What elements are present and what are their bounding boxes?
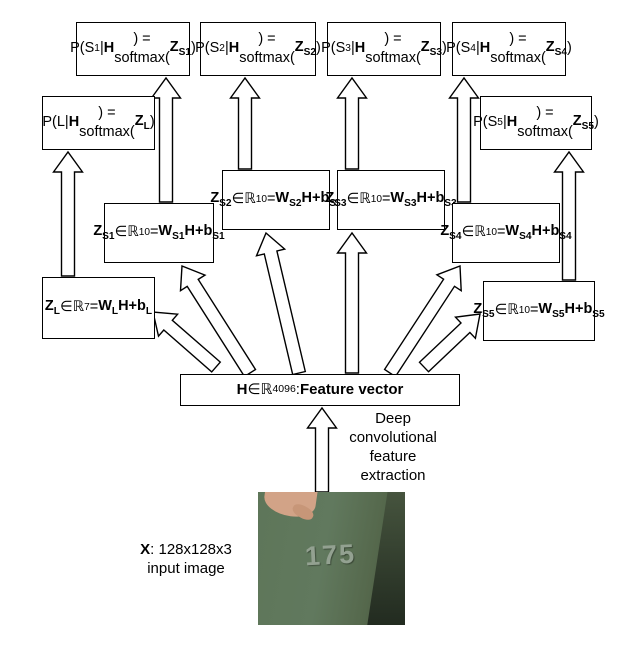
arrow-image-to-h: [306, 406, 338, 493]
box-p-l: P(L|H) =softmax(ZL): [42, 96, 155, 150]
arrow-h-to-zl: [152, 311, 222, 373]
photo-dark-edge: [367, 492, 405, 625]
arrow-h-to-zs1: [179, 264, 257, 378]
arrow-zs5-to-ps5: [553, 150, 585, 281]
arrow-zs3-to-ps3: [336, 76, 368, 170]
arrow-h-to-zs4: [383, 265, 462, 378]
arrow-h-to-zs3: [336, 231, 368, 374]
arrow-zs2-to-ps2: [229, 76, 261, 170]
arrow-zl-to-pl: [52, 150, 84, 277]
arrow-h-to-zs2: [255, 231, 307, 376]
arrow-zs1-to-ps1: [150, 76, 182, 203]
arrow-zs4-to-ps4: [448, 76, 480, 203]
house-number-digits: 175: [304, 538, 357, 572]
input-image-photo: 175: [258, 492, 405, 625]
arrow-h-to-zs5: [418, 313, 481, 373]
